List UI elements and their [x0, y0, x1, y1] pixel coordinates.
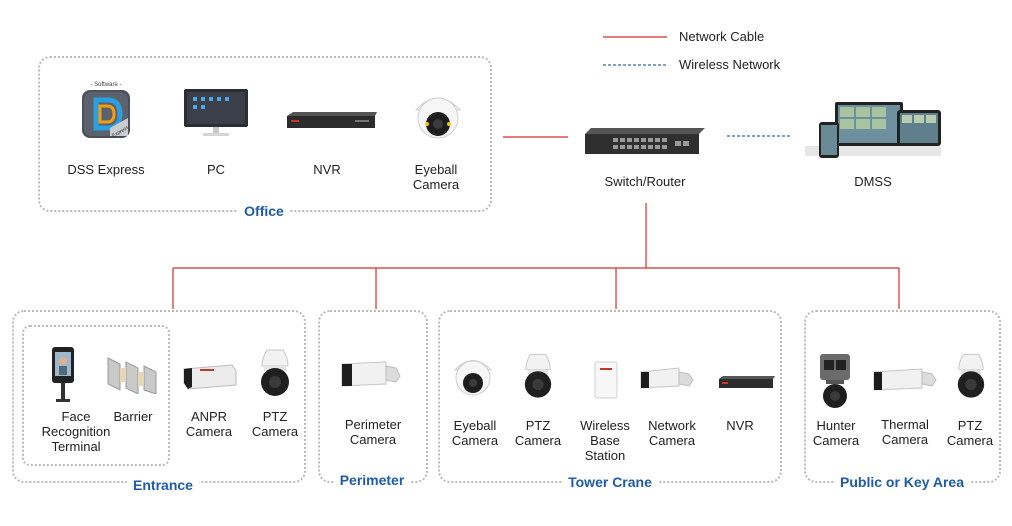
entrance-device-label-barrier: Barrier	[113, 409, 153, 424]
tower-device-label-nvr: NVR	[726, 418, 754, 433]
switch-router-label: Switch/Router	[604, 174, 686, 189]
entrance-subgroup	[22, 325, 170, 466]
office-nvr-icon	[285, 110, 377, 132]
switch-router-icon	[583, 126, 707, 156]
public-device-label-thermal: Thermal Camera	[881, 417, 929, 447]
public-device-label-hunter: Hunter Camera	[812, 418, 860, 448]
tower-device-label-ptz: PTZ Camera	[514, 418, 562, 448]
office-device-label-dss: DSS Express	[67, 162, 145, 177]
office-device-label-nvr: NVR	[313, 162, 341, 177]
perimeter-camera-icon	[340, 358, 404, 390]
pc-icon	[183, 88, 249, 138]
tower-ptz-camera-icon	[522, 352, 554, 400]
anpr-camera-icon	[180, 363, 238, 391]
dmss-devices-icon	[805, 98, 943, 160]
dmss-label: DMSS	[854, 174, 892, 189]
tower-device-label-network: Network Camera	[648, 418, 696, 448]
office-device-label-eyeball: Eyeball Camera	[412, 162, 460, 192]
perimeter-group	[318, 310, 428, 483]
legend-wireless-label: Wireless Network	[679, 57, 781, 72]
entrance-title: Entrance	[127, 477, 199, 493]
perimeter-title: Perimeter	[333, 472, 411, 488]
tower-crane-title: Tower Crane	[562, 474, 658, 490]
tower-device-label-wireless: Wireless Base Station	[580, 418, 630, 463]
tower-eyeball-camera-icon	[452, 354, 494, 398]
barrier-icon	[106, 354, 158, 394]
office-title: Office	[238, 203, 290, 219]
tower-nvr-icon	[717, 374, 775, 390]
wireless-base-station-icon	[593, 360, 619, 400]
public-area-title: Public or Key Area	[834, 474, 970, 490]
hunter-camera-icon	[816, 352, 854, 410]
dss-express-icon: - Software - Express	[80, 78, 132, 140]
office-eyeball-camera-icon	[412, 90, 464, 142]
thermal-camera-icon	[872, 366, 938, 394]
public-device-label-ptz: PTZ Camera	[946, 418, 994, 448]
office-device-label-pc: PC	[206, 162, 226, 177]
entrance-device-label-anpr: ANPR Camera	[185, 409, 233, 439]
tower-network-camera-icon	[639, 366, 697, 392]
face-recognition-terminal-icon	[50, 345, 76, 403]
perimeter-device-label: Perimeter Camera	[344, 417, 402, 447]
tower-device-label-eyeball: Eyeball Camera	[451, 418, 499, 448]
public-ptz-camera-icon	[955, 352, 987, 400]
entrance-ptz-camera-icon	[258, 348, 292, 398]
legend-cable-label: Network Cable	[679, 29, 765, 44]
software-tag: - Software -	[90, 82, 121, 88]
entrance-device-label-face: Face Recognition Terminal	[41, 409, 111, 454]
entrance-device-label-ptz: PTZ Camera	[251, 409, 299, 439]
